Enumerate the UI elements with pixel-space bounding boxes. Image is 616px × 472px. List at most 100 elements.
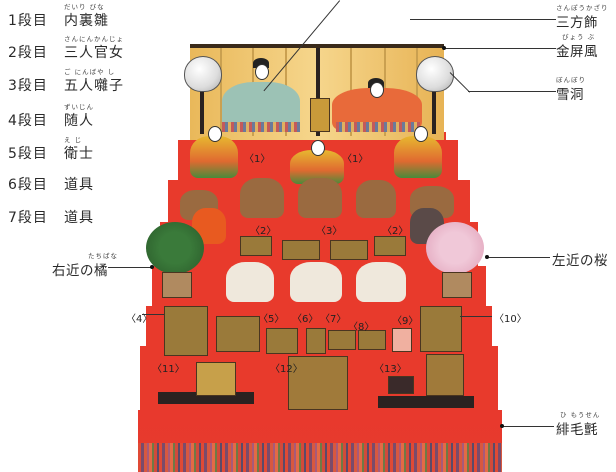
callout-line-byoubu	[444, 48, 556, 49]
tree-fence	[442, 272, 472, 298]
item-number-4: 〈4〉	[126, 314, 153, 325]
tier-name: 道具	[64, 210, 94, 226]
tier-number: 6段目	[8, 177, 48, 193]
item-number-10: 〈10〉	[494, 314, 527, 325]
screen-panel-divider	[316, 48, 320, 136]
tier-name: ずいじん随人	[64, 103, 94, 129]
callout-line-item4	[142, 314, 164, 315]
hibachi	[358, 330, 386, 350]
musician-2	[240, 178, 284, 218]
palanquin	[196, 362, 236, 396]
carpet-fringe	[138, 443, 502, 472]
tier-ruby: さんにんかんじょ	[64, 35, 124, 43]
tier-ruby: ずいじん	[64, 103, 94, 111]
item-number-2: 〈2〉	[382, 226, 409, 237]
ox-cart-base	[378, 396, 474, 408]
callout-line-tachibana	[108, 267, 152, 268]
hibachi	[328, 330, 356, 350]
label-ukon-no-tachibana: たちばな右近の橘	[52, 252, 118, 279]
item-number-6: 〈6〉	[292, 314, 319, 325]
callout-line-bonbori	[468, 91, 556, 92]
label-ruby: たちばな	[88, 252, 118, 260]
callout-dot	[485, 255, 489, 259]
tier-number: 3段目	[8, 78, 48, 94]
zen-table	[374, 236, 406, 256]
item-number-1: 〈1〉	[244, 154, 271, 165]
tier-name: 道具	[64, 177, 94, 193]
tier-number: 1段目	[8, 13, 48, 29]
callout-line-item10	[460, 316, 492, 317]
ox	[388, 376, 414, 394]
tier-ruby: ご にんばや し	[64, 68, 116, 76]
item-number-7: 〈7〉	[320, 314, 347, 325]
lantern-pole	[432, 84, 436, 134]
callout-line-mousen	[502, 426, 554, 427]
callout-line-sanpou	[410, 19, 556, 20]
item-number-3: 〈3〉	[316, 226, 343, 237]
item-number-11: 〈11〉	[152, 364, 185, 375]
sewing-box	[306, 328, 326, 354]
empress-tatami	[336, 122, 420, 132]
callout-dot	[500, 424, 504, 428]
tier-name: さんにんかんじょ三人官女	[64, 35, 124, 61]
hishidai-stand	[282, 240, 320, 260]
ox-cart	[426, 354, 464, 396]
tier-number: 7段目	[8, 210, 48, 226]
item-number-9: 〈9〉	[392, 316, 419, 327]
tier-7: 7段目 道具	[8, 207, 94, 227]
label-ruby: びょう ぶ	[562, 33, 596, 41]
tiered-box	[288, 356, 348, 410]
musician-3	[298, 178, 342, 218]
long-chest	[216, 316, 260, 352]
tier-2: 2段目 さんにんかんじょ三人官女	[8, 35, 124, 62]
tier-number: 2段目	[8, 45, 48, 61]
item-number-13: 〈13〉	[374, 364, 407, 375]
musician-4	[356, 180, 396, 218]
item-number-1: 〈1〉	[342, 154, 369, 165]
tier-number: 5段目	[8, 146, 48, 162]
court-lady-left	[190, 136, 238, 178]
tier-number: 4段目	[8, 113, 48, 129]
doll-face	[414, 126, 428, 142]
label-sakon-no-sakura: 左近の桜	[552, 253, 608, 269]
chest-of-drawers	[164, 306, 208, 356]
screen-panel-divider	[416, 48, 418, 136]
screen-panel-divider	[220, 48, 222, 136]
emperor-face	[255, 64, 269, 80]
guard-3	[356, 262, 406, 302]
doll-face	[208, 126, 222, 142]
label-hi-mousen: ひ もうせん緋毛氈	[556, 411, 601, 438]
tier-1: 1段目 だいり びな内裏雛	[8, 3, 109, 30]
guard-1	[226, 262, 274, 302]
tier-ruby: だいり びな	[64, 3, 105, 11]
sakura-tree	[426, 222, 484, 274]
tier-3: 3段目 ご にんばや し五人囃子	[8, 68, 124, 95]
empress-face	[370, 82, 384, 98]
callout-dot	[150, 265, 154, 269]
label-kin-byoubu: びょう ぶ金屏風	[556, 33, 598, 60]
bonbori-lantern-left	[184, 56, 222, 92]
tier-name: ご にんばや し五人囃子	[64, 68, 124, 94]
doll-face	[311, 140, 325, 156]
lantern-pole	[200, 84, 204, 134]
tier-ruby: え じ	[64, 136, 83, 144]
bonbori-lantern-right	[416, 56, 454, 92]
court-lady-right	[394, 136, 442, 178]
callout-dot	[442, 46, 446, 50]
label-ruby: ぼんぼり	[556, 76, 586, 84]
tier-name: え じ衛士	[64, 136, 94, 162]
item-number-5: 〈5〉	[258, 314, 285, 325]
item-number-12: 〈12〉	[270, 364, 303, 375]
guard-2	[290, 262, 342, 302]
zen-table	[240, 236, 272, 256]
tea-utensil-shelf	[420, 306, 462, 352]
tree-fence	[162, 272, 192, 298]
callout-line-bonbori-diag	[449, 72, 471, 93]
tea-bag	[392, 328, 412, 352]
label-sanpou-kazari: さんぽうかざり三方飾	[556, 4, 609, 31]
label-ruby: ひ もうせん	[560, 411, 601, 419]
callout-line-sakura	[488, 257, 550, 258]
label-bonbori: ぼんぼり雪洞	[556, 76, 586, 103]
mirror-stand	[266, 328, 298, 354]
emperor-crown	[253, 58, 269, 68]
